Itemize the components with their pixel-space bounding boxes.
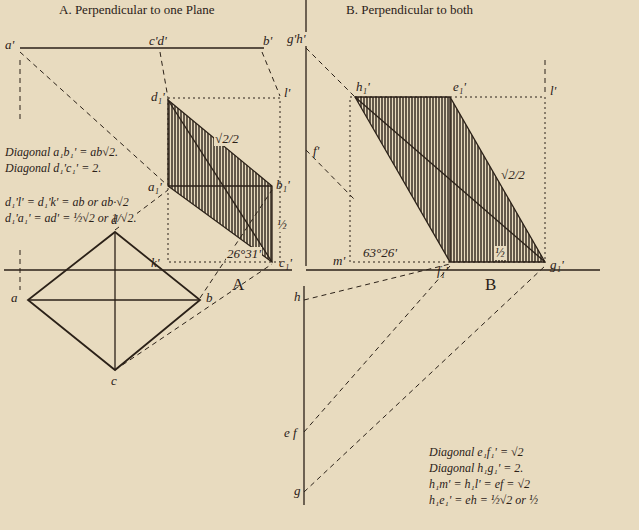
point-label: l' bbox=[549, 84, 557, 98]
dimension: √2/2 bbox=[500, 168, 526, 182]
dimension: ½ bbox=[494, 246, 506, 260]
point-label: a₁' bbox=[147, 180, 163, 194]
point-label: k' bbox=[150, 256, 161, 270]
point-label: m' bbox=[332, 254, 346, 268]
point-label: d bbox=[110, 213, 119, 227]
point-label: h₁' bbox=[355, 80, 371, 94]
note-line: Diagonal h₁g₁' = 2. bbox=[428, 462, 524, 475]
view-title: B. Perpendicular to both bbox=[345, 3, 474, 17]
point-label: c bbox=[110, 374, 118, 388]
angle: 63°26' bbox=[362, 246, 398, 260]
view-letter: B bbox=[484, 276, 497, 295]
note-line: Diagonal d₁'c₁' = 2. bbox=[4, 162, 102, 175]
point-label: b bbox=[205, 291, 214, 305]
note-line: h₁e₁' = eh = ½√2 or ½ bbox=[428, 494, 539, 507]
point-label: d₁' bbox=[150, 90, 166, 104]
note-line: Diagonal e₁f₁' = √2 bbox=[428, 446, 525, 459]
point-label: e f bbox=[283, 426, 298, 440]
view-letter: A bbox=[231, 276, 245, 295]
point-label: c'd' bbox=[148, 34, 168, 48]
point-label: g'h' bbox=[286, 32, 307, 46]
point-label: a bbox=[10, 291, 19, 305]
point-label: b' bbox=[262, 34, 273, 48]
point-label: h bbox=[293, 290, 302, 304]
point-label: a' bbox=[4, 38, 15, 52]
note-line: h₁m' = h₁l' = ef = √2 bbox=[428, 478, 531, 491]
angle: 26°31' bbox=[226, 247, 262, 261]
view-title: A. Perpendicular to one Plane bbox=[58, 3, 216, 17]
point-label: g₁' bbox=[549, 258, 565, 272]
point-label: f₁' bbox=[436, 264, 449, 278]
point-label: c₁' bbox=[278, 256, 293, 270]
dimension: √2/2 bbox=[214, 132, 240, 146]
dimension: ½ bbox=[276, 218, 288, 232]
point-label: l' bbox=[283, 86, 291, 100]
point-label: b₁' bbox=[275, 178, 291, 192]
note-line: Diagonal a₁b₁' = ab√2. bbox=[4, 146, 119, 159]
note-line: d₁'l' = d₁'k' = ab or ab·√2 bbox=[4, 196, 130, 209]
point-label: g bbox=[293, 484, 302, 498]
point-label: f' bbox=[312, 144, 320, 158]
point-label: e₁' bbox=[452, 80, 467, 94]
